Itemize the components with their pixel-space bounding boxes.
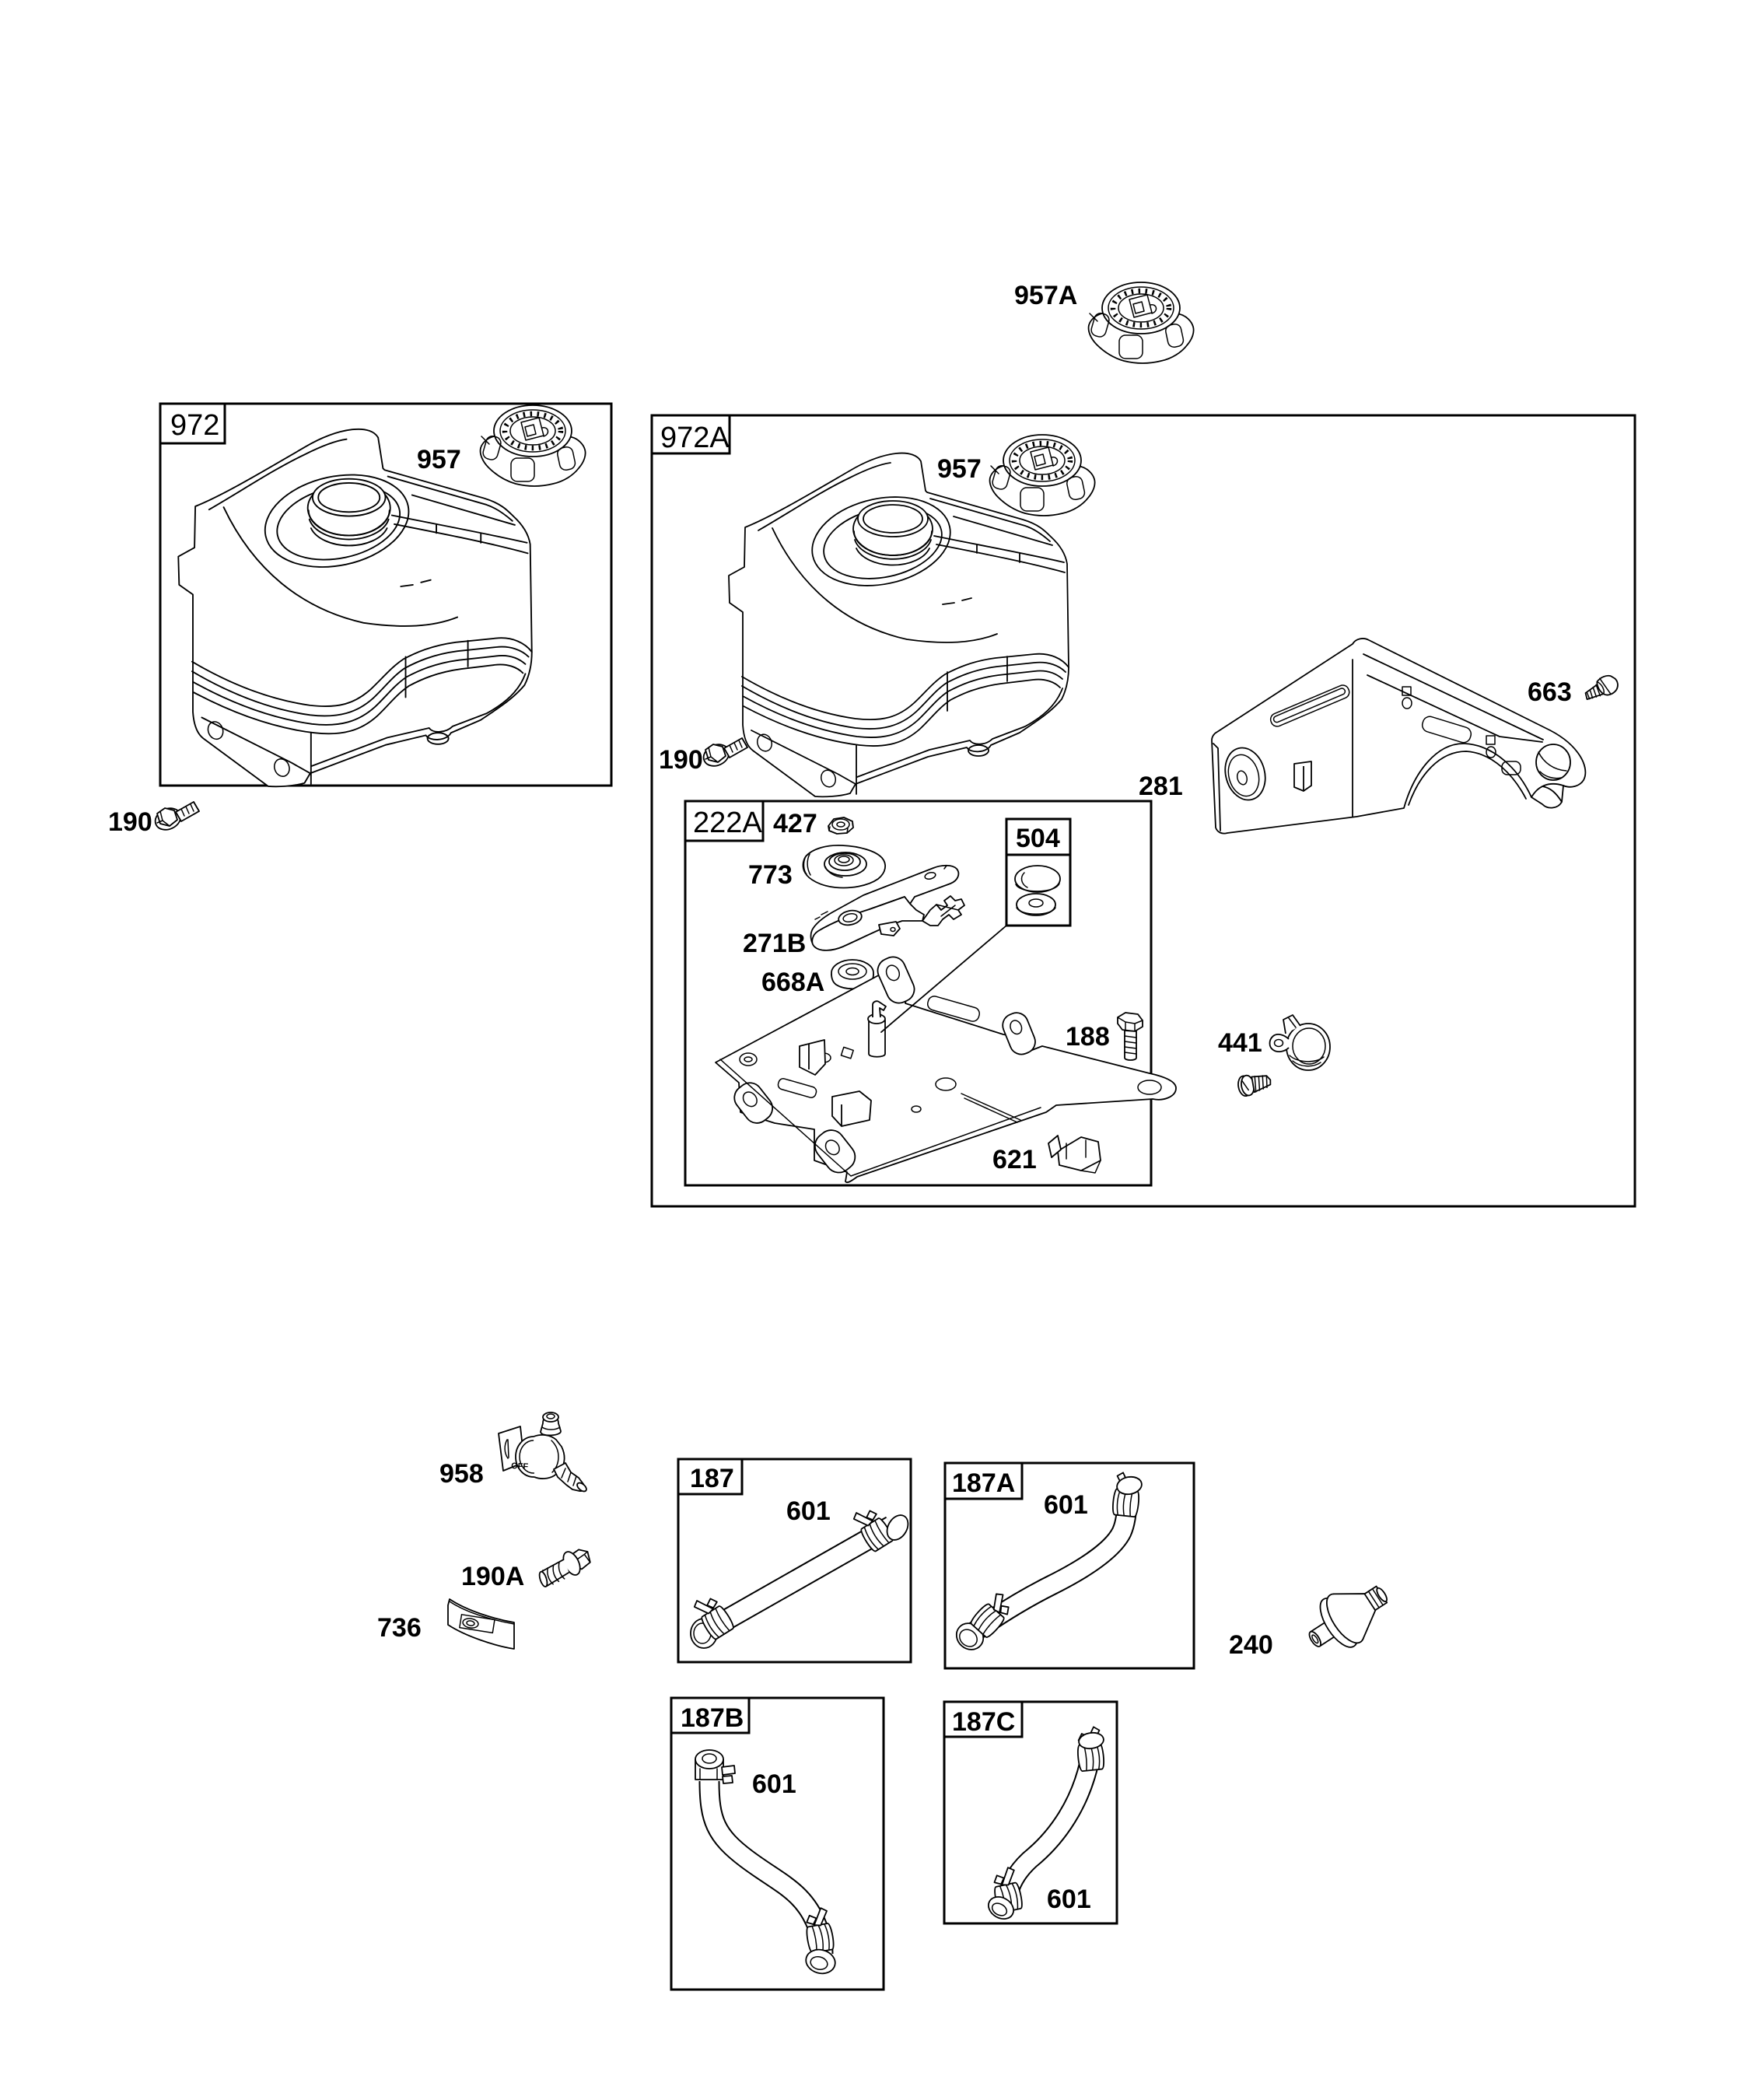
svg-text:773: 773 (748, 860, 793, 890)
svg-text:190A: 190A (461, 1562, 524, 1591)
svg-text:504: 504 (1016, 824, 1060, 853)
svg-text:427: 427 (773, 809, 817, 838)
svg-text:441: 441 (1218, 1028, 1262, 1058)
svg-text:OFF: OFF (511, 1461, 529, 1472)
svg-text:621: 621 (992, 1145, 1037, 1174)
svg-text:601: 601 (1047, 1885, 1091, 1914)
svg-text:957: 957 (417, 445, 461, 474)
svg-text:601: 601 (786, 1496, 831, 1526)
svg-text:957: 957 (937, 454, 982, 484)
svg-text:190: 190 (108, 807, 152, 837)
svg-text:187C: 187C (952, 1707, 1015, 1737)
svg-text:187B: 187B (681, 1703, 744, 1733)
svg-text:281: 281 (1139, 772, 1183, 801)
svg-text:187A: 187A (952, 1468, 1015, 1498)
svg-text:668A: 668A (761, 968, 824, 997)
svg-text:663: 663 (1528, 677, 1572, 707)
svg-text:271B: 271B (743, 929, 806, 958)
svg-text:188: 188 (1066, 1022, 1110, 1052)
svg-text:958: 958 (439, 1459, 484, 1489)
svg-text:187: 187 (690, 1464, 734, 1493)
svg-text:957A: 957A (1014, 281, 1077, 310)
svg-text:972A: 972A (660, 422, 730, 454)
svg-text:601: 601 (752, 1769, 796, 1799)
svg-text:190: 190 (659, 745, 703, 775)
svg-text:222A: 222A (693, 807, 762, 839)
svg-text:240: 240 (1229, 1630, 1273, 1660)
svg-text:972: 972 (170, 409, 219, 442)
svg-text:736: 736 (377, 1613, 422, 1643)
svg-text:601: 601 (1044, 1490, 1088, 1520)
